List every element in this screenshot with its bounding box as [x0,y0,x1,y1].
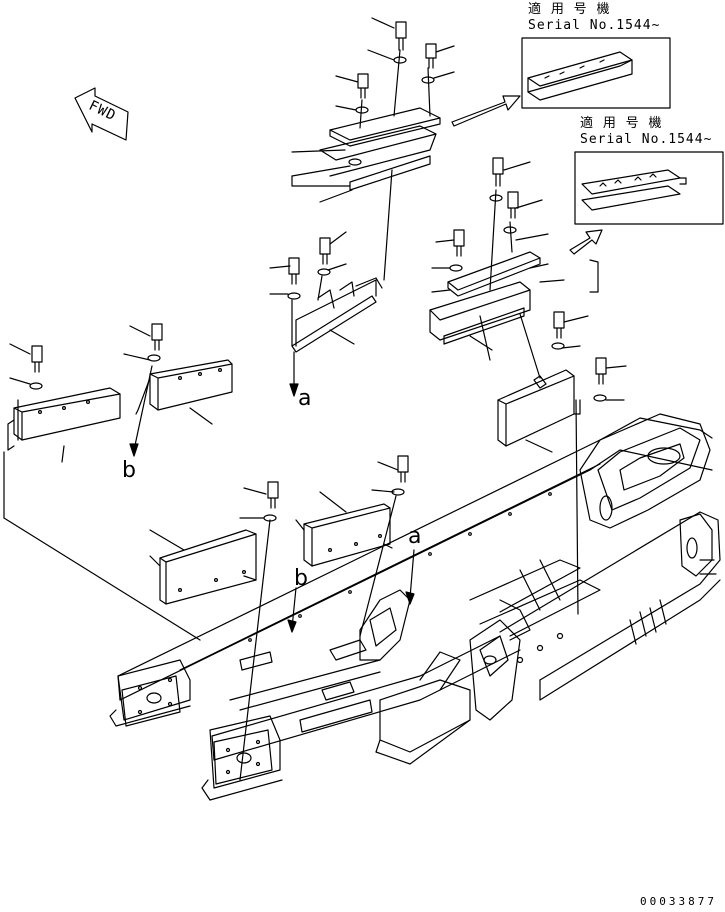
inset-right-serial-label: Serial No.1544~ [580,132,713,147]
view-marker-b-left: b [122,458,136,483]
right-cover-assembly [429,157,599,361]
drawing-number: 00033877 [640,895,717,908]
view-marker-b-lower: b [294,566,308,591]
main-frame [109,413,721,801]
lower-middle-cover [295,455,409,637]
inset-top-applicable-label: 適 用 号 機 [528,2,611,17]
view-marker-a-lower: a [408,524,422,549]
inset-top-serial-label: Serial No.1544~ [528,18,661,33]
view-marker-a-upper: a [298,386,312,411]
lower-left-cover [149,481,279,781]
inset-arrow-top [451,95,521,127]
right-side-plate [497,311,627,615]
inset-box-right [574,151,724,225]
left-middle-plate [123,323,233,457]
middle-bracket-assembly [269,231,383,397]
fwd-arrow [74,87,129,141]
inset-right-applicable-label: 適 用 号 機 [580,116,663,131]
inset-arrow-right [569,229,603,255]
inset-box-top [521,37,671,109]
top-cover-assembly [291,17,455,281]
left-end-plate [3,343,201,641]
